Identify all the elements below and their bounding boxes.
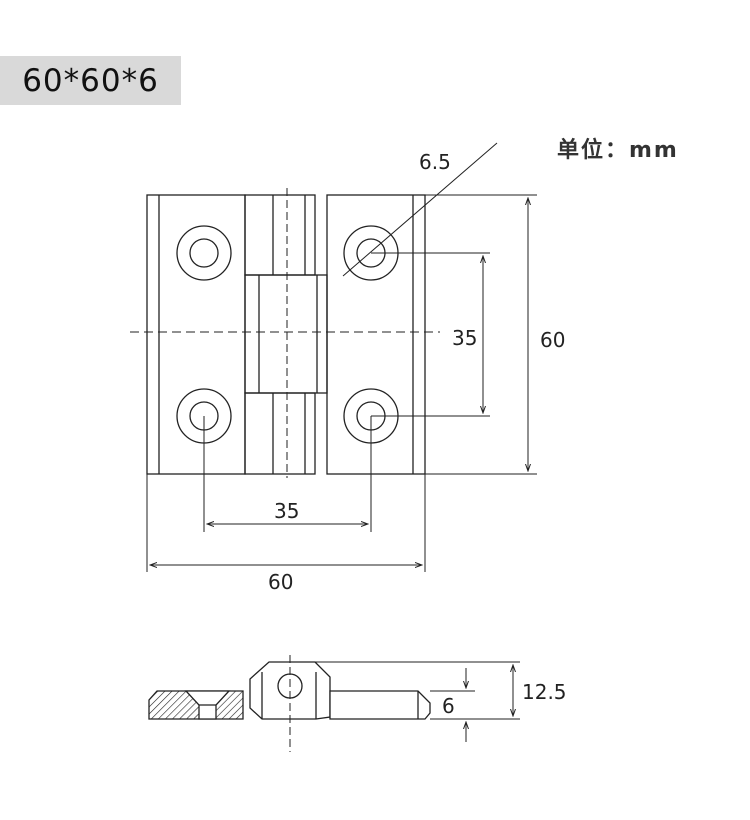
front-view xyxy=(130,188,440,478)
hole-diameter-dimension xyxy=(342,142,498,277)
hole-spacing-horizontal-dimension xyxy=(203,416,372,532)
overall-height-value: 60 xyxy=(540,328,565,352)
hole-diameter-value: 6.5 xyxy=(419,150,451,174)
size-spec-badge: 60*60*6 xyxy=(0,56,181,105)
side-view xyxy=(148,655,431,752)
right-leaf-outline xyxy=(326,194,426,475)
overall-width-dimension xyxy=(146,474,426,572)
right-leaf-profile xyxy=(329,690,431,720)
leaf-thickness-value: 6 xyxy=(442,694,455,718)
hole-spacing-vertical-value: 35 xyxy=(452,326,477,350)
knuckle-height-value: 12.5 xyxy=(522,680,567,704)
hole-top-left-outer xyxy=(176,225,232,281)
hole-top-left-inner xyxy=(189,238,219,268)
overall-height-dimension xyxy=(425,194,537,475)
hole-spacing-horizontal-value: 35 xyxy=(274,499,299,523)
knuckle-height-dimension xyxy=(315,661,520,720)
hole-diameter-leader xyxy=(342,142,498,277)
left-leaf-outline xyxy=(146,194,246,475)
hole-spacing-vertical-dimension xyxy=(371,252,490,417)
size-spec-label: 60*60*6 xyxy=(22,62,159,99)
unit-label: 单位：mm xyxy=(557,138,679,163)
overall-width-value: 60 xyxy=(268,570,293,594)
knuckle-middle-segment xyxy=(244,274,328,394)
knuckle-bottom-segment xyxy=(244,392,316,475)
